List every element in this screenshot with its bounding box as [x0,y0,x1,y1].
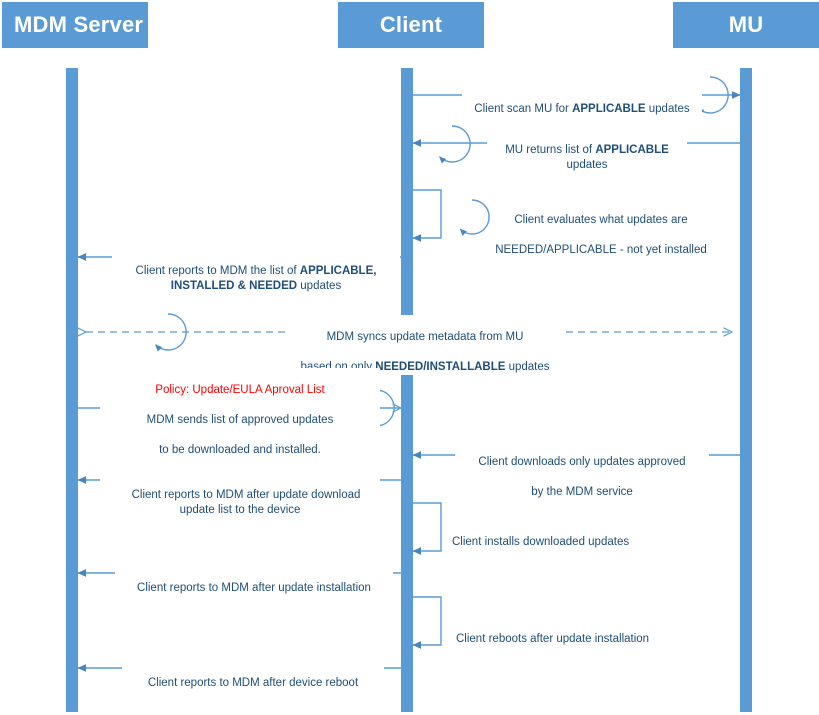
message-label-m9: Client installs downloaded updates [452,520,682,550]
message-label-m7: Client downloads only updates approved b… [455,440,709,500]
participant-mu[interactable]: MU [673,2,819,48]
message-m10-text: Client reports to MDM after update insta… [137,582,371,594]
message-m3-line2: NEEDED/APPLICABLE - not yet installed [495,244,707,256]
arrow-m9 [412,502,442,555]
message-m7-line2: by the MDM service [531,486,633,498]
message-m6-line4: update list to the device [179,504,301,516]
message-label-m1: Client scan MU for APPLICABLE updates [462,87,702,117]
message-m1-pre: Client scan MU for [474,103,573,115]
arrow-m3 [412,189,490,242]
message-label-m10: Client reports to MDM after update insta… [115,566,393,596]
message-label-m4: Client reports to MDM the list of APPLIC… [112,249,400,294]
message-m7-line1: Client downloads only updates approved [478,456,686,468]
message-label-m3: Client evaluates what updates are NEEDED… [480,198,722,258]
message-label-m12: Client reports to MDM after device reboo… [122,661,384,691]
message-m3-line1: Client evaluates what updates are [514,214,688,226]
message-m1-post: updates [645,103,690,115]
message-m2-post: updates [566,159,608,171]
message-m1-bold: APPLICABLE [572,103,646,115]
message-m2-bold: APPLICABLE [595,144,669,156]
lifeline-mu [740,68,752,712]
message-m6-line2: to be downloaded and installed. [159,444,321,456]
policy-label: Policy: Update/EULA Aproval List [155,384,325,396]
message-m12-text: Client reports to MDM after device reboo… [147,677,359,689]
message-m5-post2: updates [505,361,550,373]
message-m9-text: Client installs downloaded updates [452,536,630,548]
participant-client[interactable]: Client [338,2,484,48]
message-m2-pre: MU returns list of [505,144,596,156]
participant-mdm-server-label: MDM Server [14,12,144,37]
message-m4-pre: Client reports to MDM the list of [135,265,300,277]
arrow-m11 [412,596,442,649]
message-label-m5: MDM syncs update metadata from MU based … [285,315,565,375]
message-m4-post: updates [297,280,342,292]
message-m5-bold2: NEEDED/INSTALLABLE [375,361,506,373]
message-m11-text: Client reboots after update installation [456,633,650,645]
message-label-m8: Client reports to MDM after update downl… [115,473,377,503]
participant-mu-label: MU [728,12,764,37]
message-m8-text: Client reports to MDM after update downl… [131,489,361,501]
lifeline-client [401,68,413,712]
message-m4-bold: APPLICABLE, INSTALLED & NEEDED [170,265,377,292]
participant-client-label: Client [379,12,443,37]
participant-mdm-server[interactable]: MDM Server [2,2,148,48]
lifeline-mdm-server [66,68,78,712]
message-label-m2: MU returns list of APPLICABLE updates [487,128,687,173]
message-label-m11: Client reboots after update installation [456,617,706,647]
message-m5-line1: MDM syncs update metadata from MU [326,331,524,343]
message-m6-line1: MDM sends list of approved updates [146,414,334,426]
